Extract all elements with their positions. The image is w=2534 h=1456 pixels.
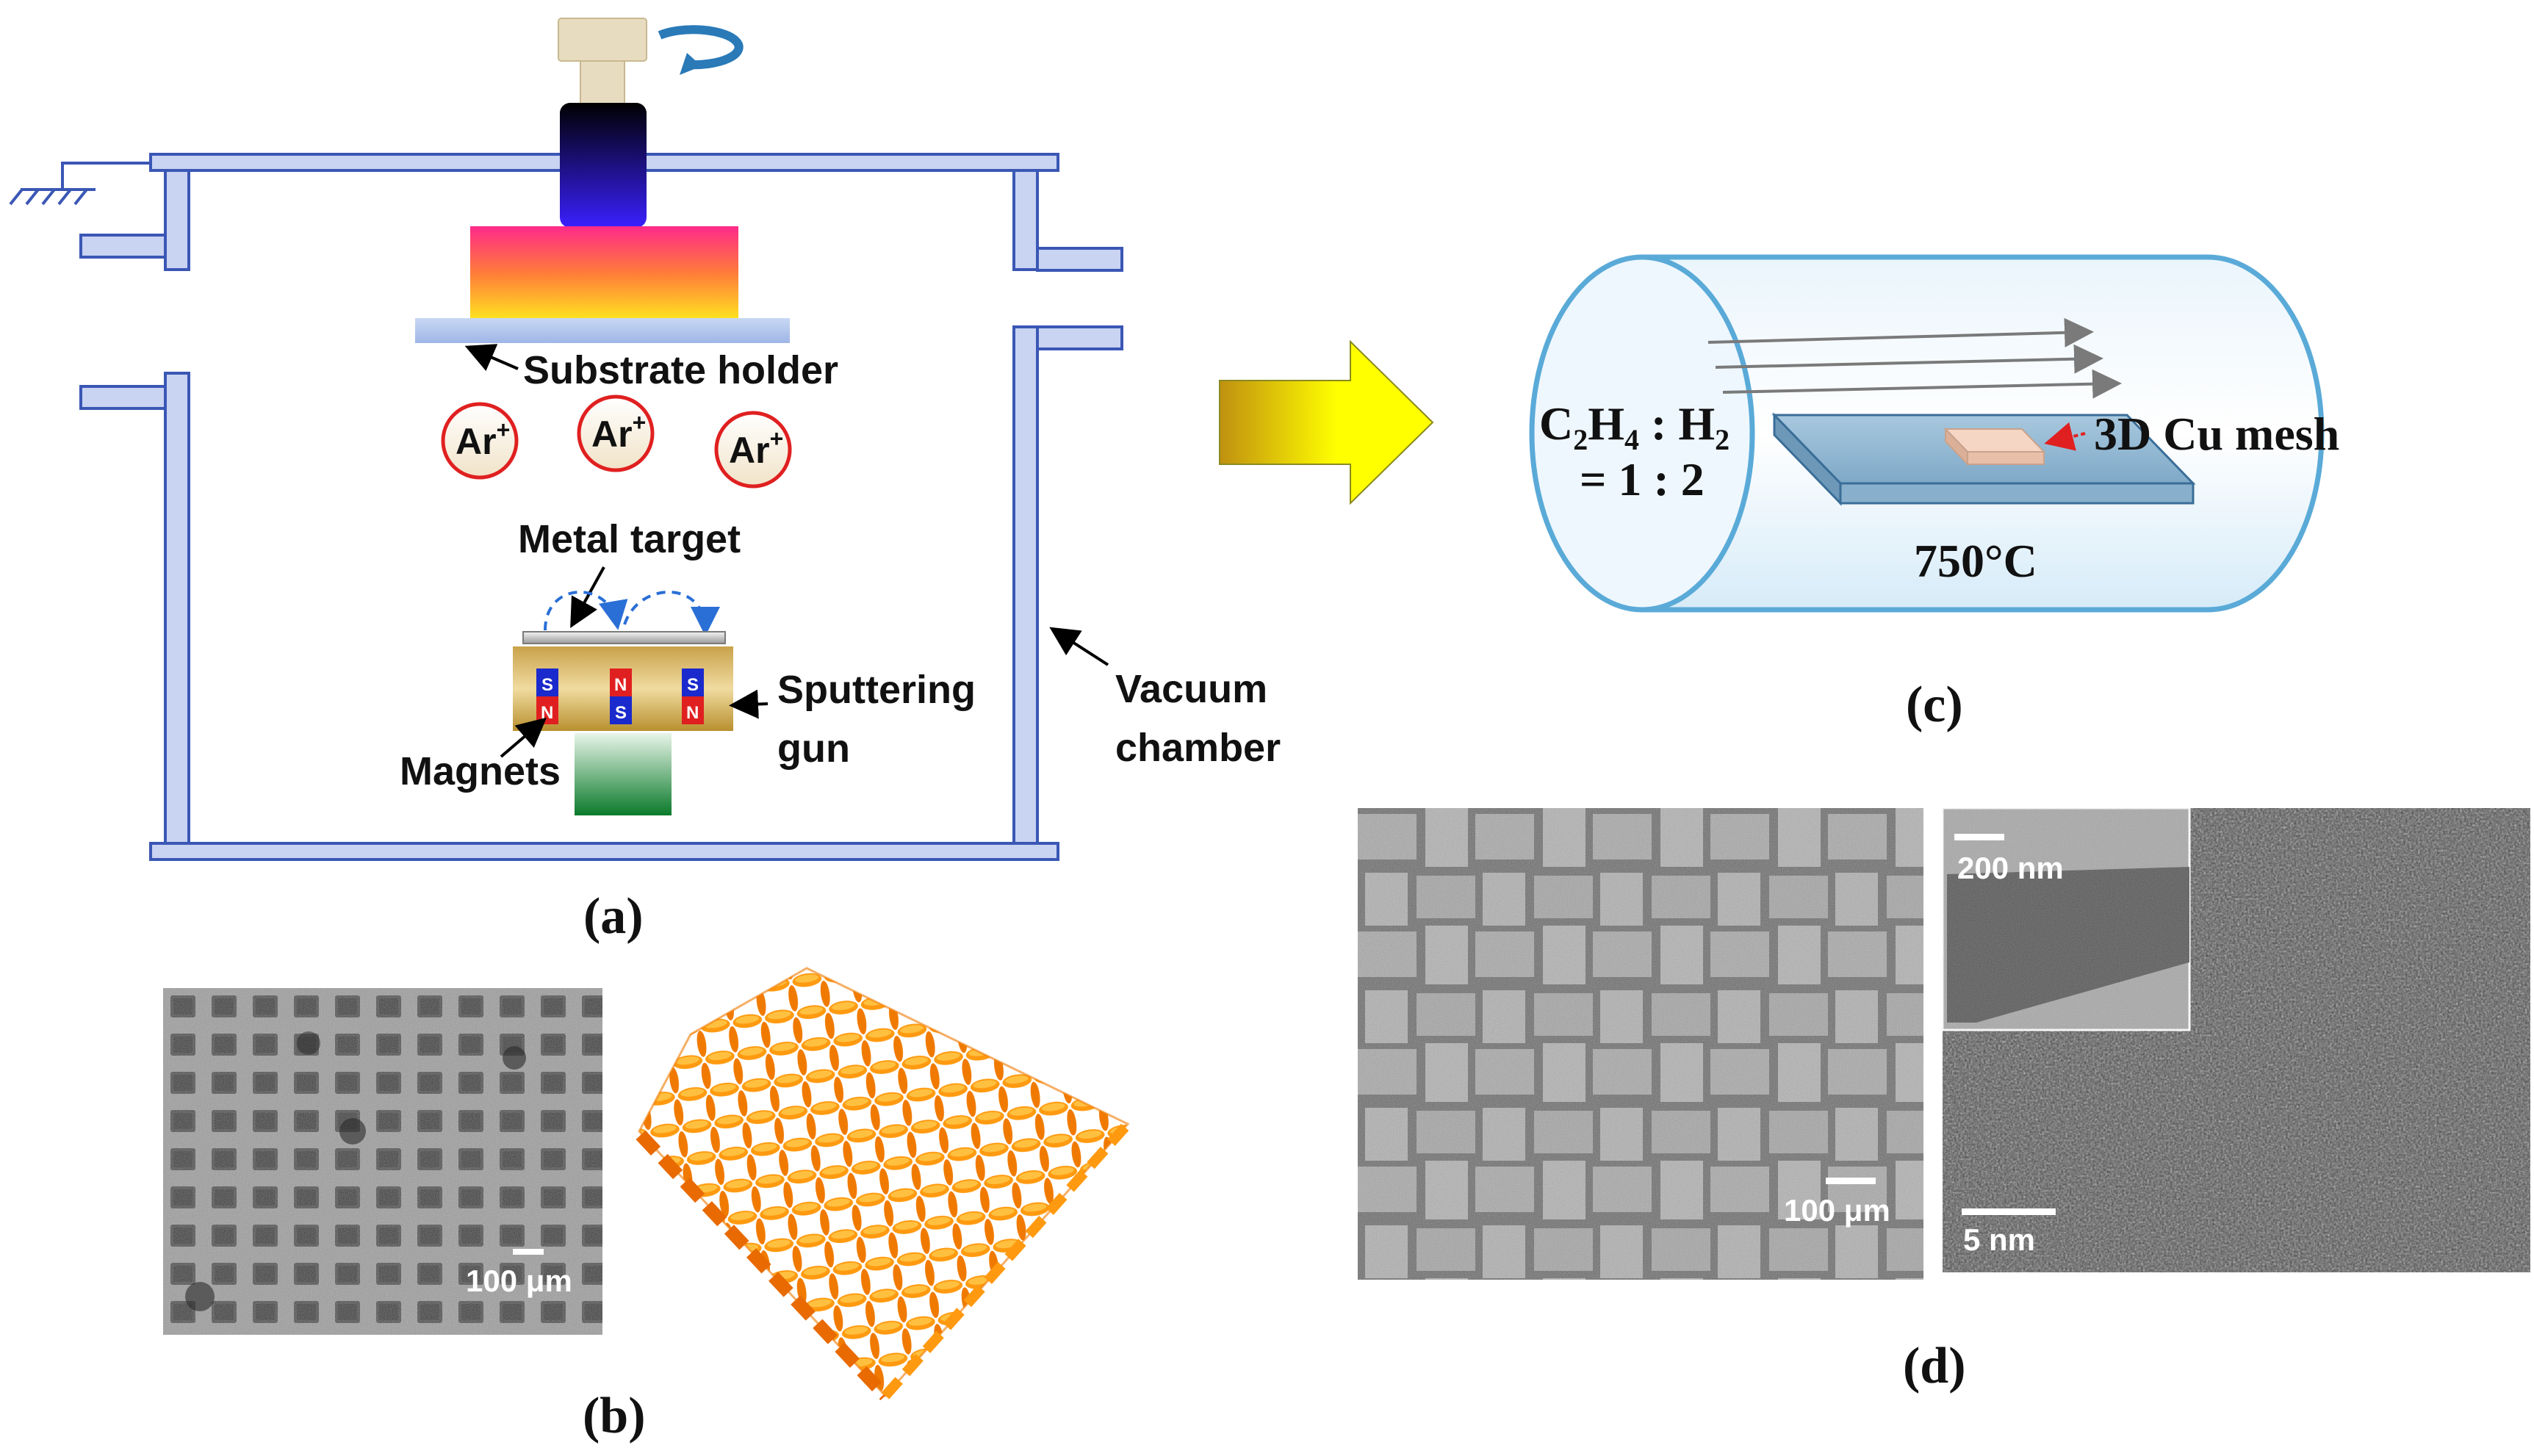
gas-ratio-value: = 1 : 2	[1580, 453, 1705, 505]
substrate-holder-pointer	[464, 344, 519, 372]
svg-text:S: S	[615, 703, 627, 723]
sample-label: 3D Cu mesh	[2094, 408, 2339, 460]
cu-mesh-3d-render	[636, 967, 1132, 1401]
process-arrow-icon	[1219, 339, 1434, 505]
argon-ion-1: Ar+	[441, 402, 519, 480]
svg-text:N: N	[541, 703, 553, 723]
svg-text:S: S	[687, 675, 699, 695]
vacuum-chamber-label: Vacuum chamber	[1115, 667, 1281, 770]
gun-base	[575, 733, 672, 815]
ground-icon	[9, 162, 151, 206]
temperature-label: 750°C	[1914, 535, 2037, 587]
panel-b-caption: (b)	[583, 1388, 646, 1444]
metal-target-pointer	[570, 566, 605, 629]
panel-d-caption: (d)	[1903, 1338, 1966, 1394]
argon-ion-2: Ar+	[577, 394, 655, 472]
chamber-wall-right-upper	[1012, 169, 1039, 271]
magnet-right: S N	[682, 668, 704, 724]
panel-c-cvd-tube: 3D Cu mesh C2H4 : H2 = 1 : 2 750°C (c)	[1529, 254, 2339, 733]
gas-ratio-formula: C2H4 : H2	[1539, 397, 1729, 456]
chamber-wall-right-lower	[1012, 325, 1039, 845]
chamber-floor	[149, 842, 1059, 861]
chamber-flange-left-upper	[79, 234, 167, 259]
chamber-wall-left-lower	[164, 372, 190, 845]
sputtering-gun-label: Sputtering gun	[777, 668, 987, 771]
scale-bar-sem	[1826, 1178, 1876, 1184]
scale-bar-b-label: 100 μm	[466, 1264, 572, 1298]
scale-bar-inset	[1954, 834, 2004, 840]
motor-block	[560, 103, 647, 228]
magnets-pointer	[500, 717, 547, 758]
tem-inset-image	[1941, 807, 2191, 1031]
chamber-wall-left-upper	[164, 169, 190, 271]
chamber-flange-left-lower	[79, 385, 167, 410]
panel-a-sputtering-chamber: Substrate holder Ar+ Ar+ Ar+ Metal targe…	[9, 18, 1281, 945]
quartz-tube-opening	[1529, 254, 1755, 613]
panel-d-microscopy: 100 μm 200 nm 5 nm (d)	[1358, 807, 2530, 1394]
chamber-flange-right-upper	[1036, 247, 1123, 272]
magnets-label: Magnets	[400, 749, 561, 793]
cu-mesh-sem-image	[163, 988, 602, 1335]
svg-text:S: S	[541, 675, 553, 695]
scale-bar-inset-label: 200 nm	[1957, 851, 2064, 885]
metal-target-label: Metal target	[518, 517, 741, 561]
magnet-left: S N	[536, 668, 558, 724]
magnetic-field-lines	[544, 591, 720, 636]
scale-bar-hrtem-label: 5 nm	[1963, 1222, 2035, 1257]
substrate-heater	[470, 226, 738, 318]
cu-mesh-sample	[1943, 427, 2046, 466]
panel-a-caption: (a)	[583, 888, 644, 945]
metal-target-plate	[522, 631, 726, 644]
magnet-center: N S	[610, 668, 632, 724]
sputtering-gun-pointer	[729, 689, 769, 719]
rotation-arrow-icon	[658, 25, 744, 75]
svg-text:Ar+: Ar+	[456, 417, 510, 462]
svg-text:N: N	[614, 675, 627, 695]
substrate-plate	[415, 318, 790, 343]
svg-text:Ar+: Ar+	[591, 409, 646, 455]
sample-pointer	[2044, 422, 2086, 451]
svg-text:N: N	[686, 703, 699, 723]
gas-flow-arrows	[1707, 317, 2122, 399]
chamber-flange-right-lower	[1036, 325, 1123, 350]
svg-text:Ar+: Ar+	[729, 425, 783, 471]
vacuum-chamber-pointer	[1049, 627, 1109, 666]
substrate-holder-label: Substrate holder	[523, 348, 838, 392]
scale-bar-b	[513, 1249, 544, 1255]
rotation-shaft	[558, 18, 647, 106]
scale-bar-sem-label: 100 μm	[1784, 1193, 1890, 1228]
sem-weave-image	[1358, 808, 1923, 1280]
argon-ion-3: Ar+	[714, 411, 792, 489]
panel-c-caption: (c)	[1906, 677, 1963, 733]
scale-bar-hrtem	[1962, 1208, 2056, 1215]
panel-b-copper-mesh: 100 μm (b)	[163, 967, 1132, 1444]
